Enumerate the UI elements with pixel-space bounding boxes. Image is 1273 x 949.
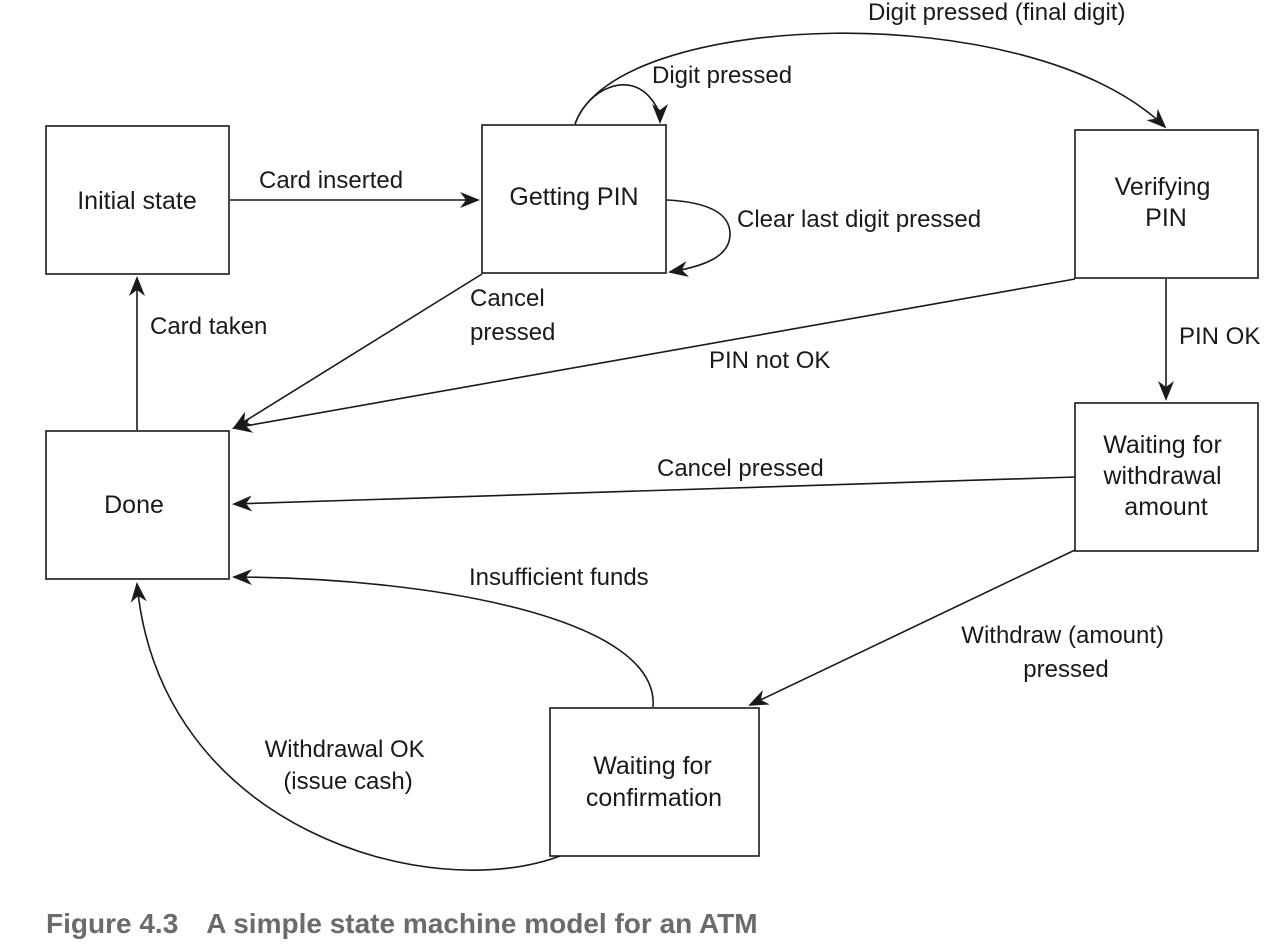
figure-number: Figure 4.3: [46, 908, 179, 939]
edge-cancel-getting-pin: [232, 273, 483, 430]
state-waiting-confirmation-label: Waiting for confirmation: [586, 752, 722, 812]
edge-pin-not-ok: [232, 278, 1076, 433]
label-digit-pressed: Digit pressed: [652, 62, 792, 89]
label-pin-not-ok: PIN not OK: [709, 347, 830, 374]
transition-edges: [129, 32, 1174, 871]
edge-cancel-withdrawal: [232, 476, 1076, 512]
label-card-inserted: Card inserted: [259, 167, 403, 194]
label-insufficient-funds: Insufficient funds: [469, 564, 649, 591]
label-withdrawal-ok: Withdrawal OK (issue cash): [265, 736, 432, 795]
state-done: Done: [45, 430, 230, 580]
edge-clear-last: [666, 199, 731, 277]
figure-caption: Figure 4.3 A simple state machine model f…: [46, 908, 758, 940]
label-digit-final: Digit pressed (final digit): [868, 0, 1125, 26]
state-getting-pin: Getting PIN: [481, 124, 667, 274]
state-waiting-withdrawal-label: Waiting for withdrawal amount: [1102, 431, 1228, 521]
figure-title: A simple state machine model for an ATM: [206, 908, 758, 939]
edge-insufficient-funds: [232, 569, 654, 708]
label-withdraw-pressed: Withdraw (amount) pressed: [961, 622, 1170, 683]
state-waiting-withdrawal: Waiting for withdrawal amount: [1074, 402, 1259, 552]
state-initial-label: Initial state: [77, 187, 197, 215]
state-verifying-pin: Verifying PIN: [1074, 129, 1259, 279]
state-done-label: Done: [104, 491, 164, 519]
state-verifying-pin-label: Verifying PIN: [1115, 173, 1218, 232]
label-cancel-withdrawal: Cancel pressed: [657, 455, 824, 482]
state-getting-pin-label: Getting PIN: [509, 183, 638, 211]
state-initial: Initial state: [45, 125, 230, 275]
state-machine-diagram: Initial state Getting PIN Verifying PIN …: [45, 0, 1260, 871]
state-waiting-confirmation: Waiting for confirmation: [549, 707, 760, 857]
edge-digit-pressed: [574, 84, 668, 125]
edge-withdraw-pressed: [748, 549, 1076, 706]
edge-digit-final: [574, 32, 1167, 129]
label-cancel-getting-pin: Cancel pressed: [470, 285, 555, 346]
edge-withdrawal-ok: [130, 582, 561, 871]
label-card-taken: Card taken: [150, 313, 267, 340]
label-pin-ok: PIN OK: [1179, 323, 1260, 350]
transition-labels: Card inserted Digit pressed Digit presse…: [150, 0, 1260, 795]
label-clear-last: Clear last digit pressed: [737, 206, 981, 233]
